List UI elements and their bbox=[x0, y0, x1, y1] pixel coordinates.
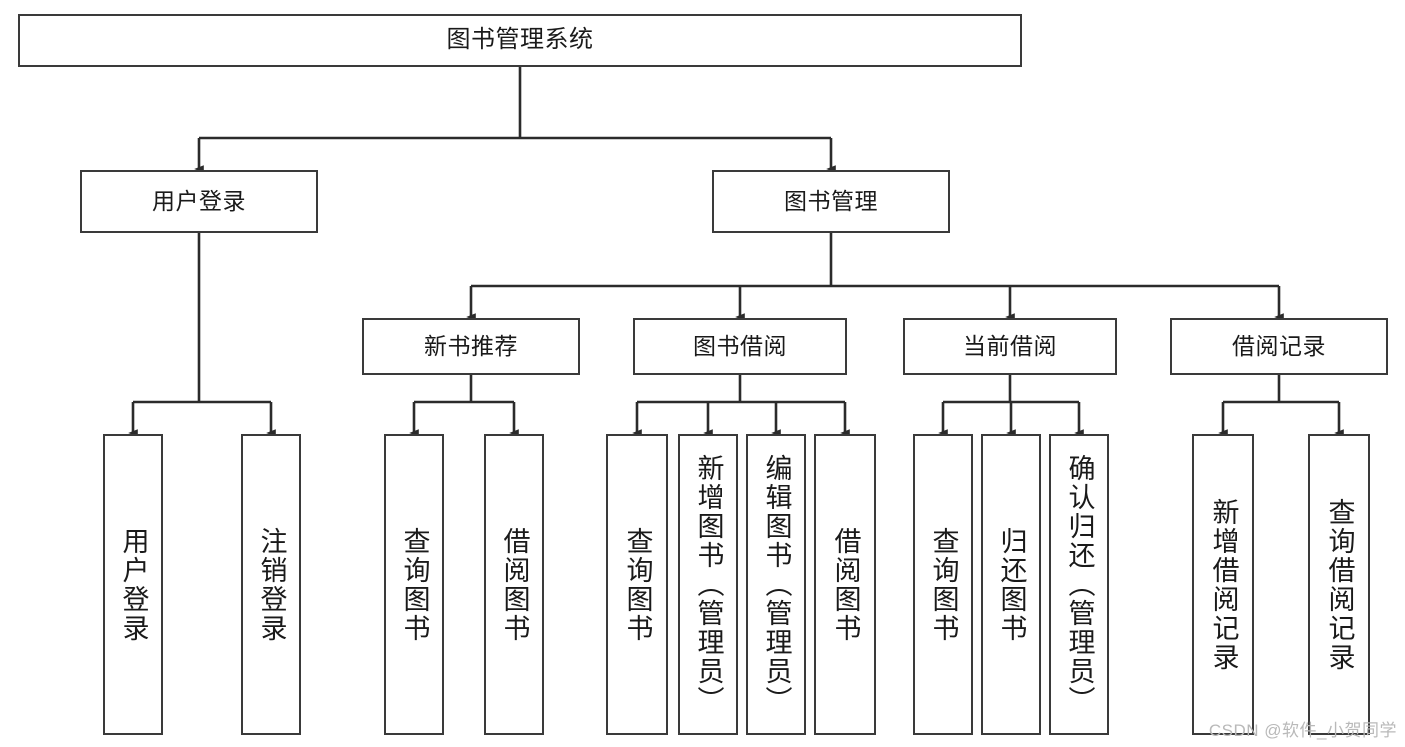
node-l_login[interactable]: 用户登录 bbox=[103, 434, 163, 735]
node-root[interactable]: 图书管理系统 bbox=[18, 14, 1022, 67]
node-borrow[interactable]: 图书借阅 bbox=[633, 318, 847, 375]
node-label: 查询图书 bbox=[399, 526, 430, 643]
node-label: 确认归还（管理员） bbox=[1064, 454, 1095, 715]
node-label: 借阅图书 bbox=[499, 526, 530, 643]
node-label: 当前借阅 bbox=[963, 332, 1057, 359]
node-label: 借阅图书 bbox=[830, 526, 861, 643]
node-l_logout[interactable]: 注销登录 bbox=[241, 434, 301, 735]
node-label: 新增图书（管理员） bbox=[693, 454, 724, 715]
node-label: 用户登录 bbox=[118, 526, 149, 643]
node-label: 查询图书 bbox=[622, 526, 653, 643]
node-l_query1[interactable]: 查询图书 bbox=[384, 434, 444, 735]
node-bookmgmt[interactable]: 图书管理 bbox=[712, 170, 950, 233]
node-l_confirm[interactable]: 确认归还（管理员） bbox=[1049, 434, 1109, 735]
node-label: 图书管理 bbox=[784, 187, 878, 214]
node-label: 用户登录 bbox=[152, 187, 246, 214]
node-label: 新书推荐 bbox=[424, 332, 518, 359]
node-label: 注销登录 bbox=[256, 526, 287, 643]
node-l_queryrec[interactable]: 查询借阅记录 bbox=[1308, 434, 1370, 735]
node-records[interactable]: 借阅记录 bbox=[1170, 318, 1388, 375]
node-l_borrow1[interactable]: 借阅图书 bbox=[484, 434, 544, 735]
node-l_edit[interactable]: 编辑图书（管理员） bbox=[746, 434, 806, 735]
node-l_addrec[interactable]: 新增借阅记录 bbox=[1192, 434, 1254, 735]
node-login[interactable]: 用户登录 bbox=[80, 170, 318, 233]
node-current[interactable]: 当前借阅 bbox=[903, 318, 1117, 375]
node-label: 新增借阅记录 bbox=[1208, 497, 1239, 672]
watermark-text: CSDN @软件_小贺同学 bbox=[1208, 721, 1397, 740]
node-label: 编辑图书（管理员） bbox=[761, 454, 792, 715]
node-l_borrow2[interactable]: 借阅图书 bbox=[814, 434, 876, 735]
node-l_return[interactable]: 归还图书 bbox=[981, 434, 1041, 735]
node-l_add[interactable]: 新增图书（管理员） bbox=[678, 434, 738, 735]
node-l_query2[interactable]: 查询图书 bbox=[606, 434, 668, 735]
node-l_query3[interactable]: 查询图书 bbox=[913, 434, 973, 735]
node-label: 图书管理系统 bbox=[446, 26, 594, 54]
node-label: 查询借阅记录 bbox=[1324, 497, 1355, 672]
node-label: 归还图书 bbox=[996, 526, 1027, 643]
node-newbook[interactable]: 新书推荐 bbox=[362, 318, 580, 375]
node-label: 查询图书 bbox=[928, 526, 959, 643]
node-label: 图书借阅 bbox=[693, 332, 787, 359]
node-label: 借阅记录 bbox=[1232, 332, 1326, 359]
